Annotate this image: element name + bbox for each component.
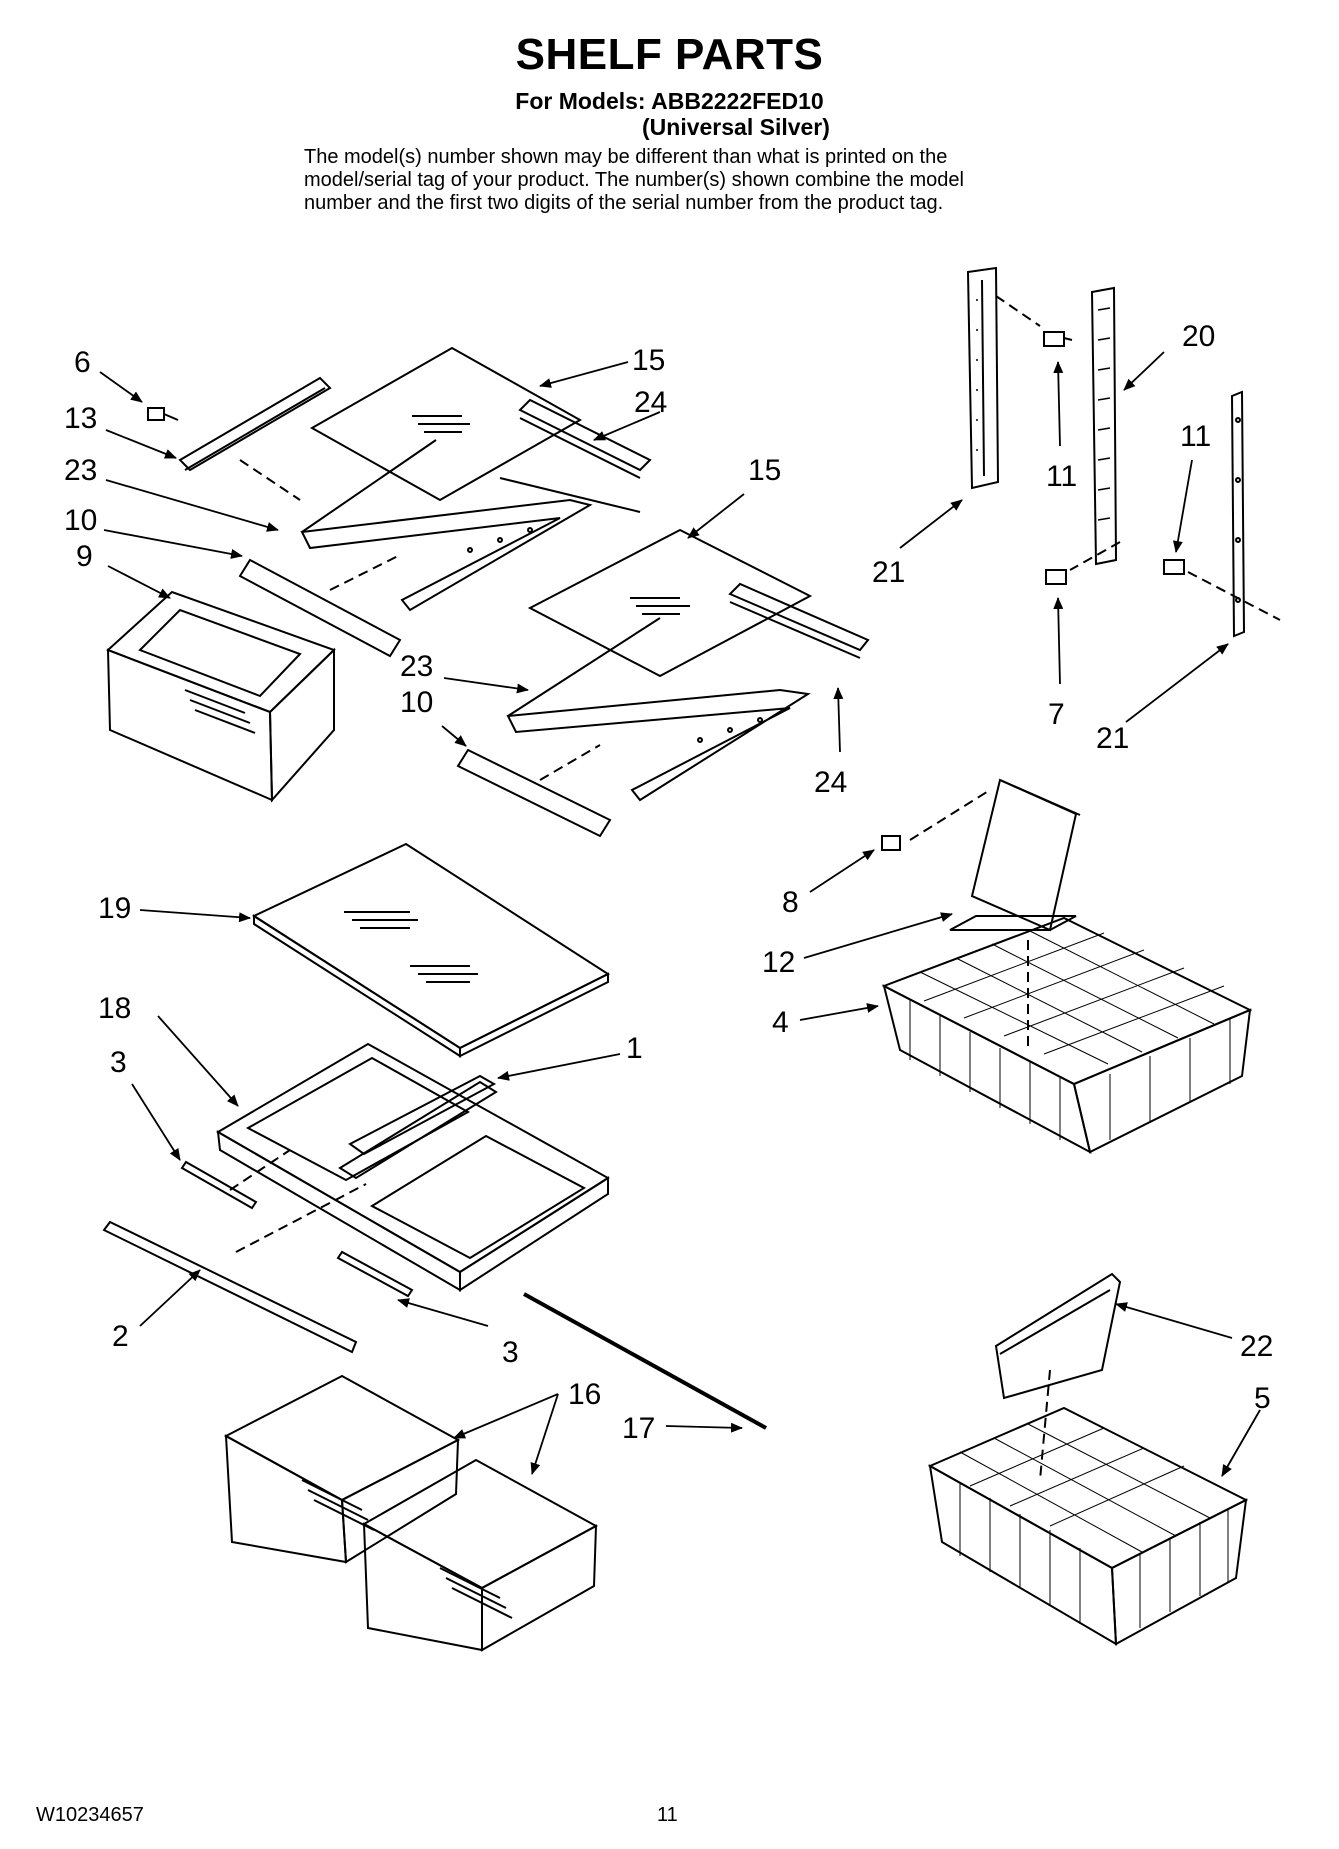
callout-21-left: 21 — [872, 556, 905, 589]
note-line-1: The model(s) number shown may be differe… — [304, 146, 948, 168]
callout-17: 17 — [622, 1412, 655, 1445]
callout-18: 18 — [98, 992, 131, 1025]
divider-22 — [994, 1272, 1122, 1400]
trim-10-upper — [238, 558, 402, 658]
rod-17 — [523, 1292, 767, 1430]
callout-13: 13 — [64, 402, 97, 435]
centerline-clip-3-left — [229, 1149, 291, 1191]
centerline-10-upper — [329, 554, 401, 591]
crisper-9 — [106, 590, 336, 803]
glass-shelf-15-lower — [527, 528, 813, 678]
model-note: The model(s) number shown may be differe… — [304, 146, 1104, 215]
trim-10-lower — [456, 748, 612, 838]
color-line: (Universal Silver) — [642, 114, 830, 140]
callout-3-right: 3 — [502, 1336, 519, 1369]
ladder-21-left — [966, 266, 1000, 490]
callout-4: 4 — [772, 1006, 789, 1039]
callout-10-upper: 10 — [64, 504, 97, 537]
centerline-basket-5 — [1039, 1369, 1051, 1481]
centerline-10-lower — [539, 744, 601, 781]
callout-5: 5 — [1254, 1382, 1271, 1415]
ladder-20 — [1090, 286, 1118, 566]
screw-11-top — [1043, 331, 1073, 347]
crisper-cover-18 — [216, 1042, 610, 1292]
callout-21-right: 21 — [1096, 722, 1129, 755]
trim-24-upper — [518, 398, 652, 479]
divider-1 — [348, 1074, 497, 1156]
callout-10-lower: 10 — [400, 686, 433, 719]
bin-12 — [949, 778, 1081, 932]
crisper-16-left — [223, 1374, 461, 1564]
callout-11-right: 11 — [1180, 420, 1211, 453]
wire-basket-4 — [881, 916, 1253, 1154]
callout-11-left: 11 — [1046, 460, 1077, 493]
side-rail-13 — [178, 376, 332, 472]
crisper-16-right — [361, 1458, 599, 1652]
callout-19: 19 — [98, 892, 131, 925]
trim-24-lower — [728, 582, 870, 659]
callout-23-upper: 23 — [64, 454, 97, 487]
page-title: SHELF PARTS — [515, 30, 824, 79]
centerline-ladder-top — [995, 295, 1041, 327]
screw-6 — [147, 407, 179, 421]
clip-3-right — [336, 1250, 414, 1298]
callout-24-upper: 24 — [634, 386, 667, 419]
screw-11-right — [1163, 559, 1185, 575]
callout-20: 20 — [1182, 320, 1215, 353]
centerline-ladder-right — [1187, 571, 1281, 621]
glass-shelf-15-upper — [309, 346, 583, 502]
callout-16: 16 — [568, 1378, 601, 1411]
callout-8: 8 — [782, 886, 799, 919]
clip-3-left — [180, 1160, 258, 1210]
callout-22: 22 — [1240, 1330, 1273, 1363]
glass-panel-19 — [251, 842, 611, 1058]
callout-15-lower: 15 — [748, 454, 781, 487]
wire-basket-5 — [927, 1406, 1249, 1646]
ladder-21-right — [1230, 390, 1246, 638]
screw-7 — [1045, 569, 1067, 585]
callout-7: 7 — [1048, 698, 1065, 731]
centerline-ladder-bottom — [1069, 541, 1121, 571]
note-line-2: model/serial tag of your product. The nu… — [304, 169, 964, 191]
callout-15-upper: 15 — [632, 344, 665, 377]
callout-9: 9 — [76, 540, 93, 573]
callout-2: 2 — [112, 1320, 129, 1353]
front-rail-2 — [102, 1220, 358, 1354]
shelf-frame-23-lower — [506, 617, 811, 802]
callout-12: 12 — [762, 946, 795, 979]
screw-8 — [881, 835, 901, 851]
callout-1: 1 — [626, 1032, 643, 1065]
callout-labels: 6 13 23 10 9 15 24 15 23 10 24 20 11 11 … — [64, 320, 1273, 1445]
leader-lines — [99, 351, 1261, 1477]
note-line-3: number and the first two digits of the s… — [304, 192, 944, 214]
models-line: For Models: ABB2222FED10 — [515, 88, 824, 114]
callout-23-lower: 23 — [400, 650, 433, 683]
document-number: W10234657 — [36, 1804, 144, 1826]
centerline-bin-12 — [909, 789, 991, 841]
centerline-rail-2 — [235, 1183, 367, 1253]
centerline-upper — [239, 459, 301, 501]
callout-24-lower: 24 — [814, 766, 847, 799]
shelf-frame-23-upper — [300, 439, 641, 612]
page-number: 11 — [657, 1804, 678, 1826]
callout-6: 6 — [74, 346, 91, 379]
callout-3-left: 3 — [110, 1046, 127, 1079]
